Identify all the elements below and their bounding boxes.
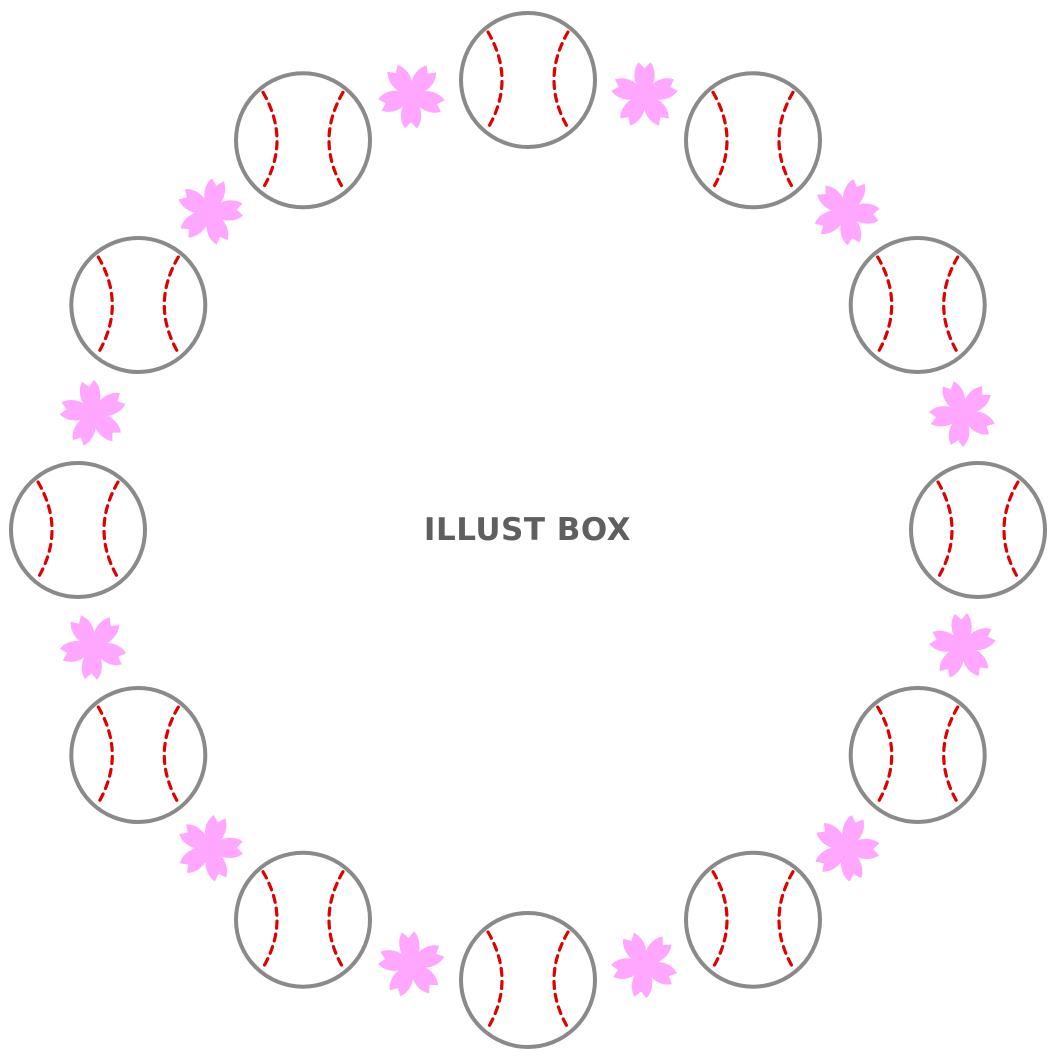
sakura-icon xyxy=(49,368,139,459)
sakura-icon xyxy=(915,366,1010,461)
sakura-icon xyxy=(168,171,251,251)
baseball-icon xyxy=(69,236,208,374)
baseball-icon xyxy=(459,911,597,1049)
sakura-icon xyxy=(368,920,456,1010)
sakura-icon xyxy=(802,168,891,255)
baseball-icon xyxy=(69,686,208,824)
baseball-icon xyxy=(459,11,597,149)
baseball-icon xyxy=(234,71,372,210)
baseball-icon xyxy=(684,850,822,989)
sakura-icon xyxy=(920,602,1006,690)
baseball-icon xyxy=(234,850,372,989)
sakura-icon xyxy=(803,805,890,890)
baseball-icon xyxy=(684,71,822,210)
sakura-icon xyxy=(610,62,679,128)
watermark-text: ILLUST BOX xyxy=(423,512,632,548)
sakura-icon xyxy=(364,48,459,142)
baseball-icon xyxy=(848,236,987,374)
sakura-icon xyxy=(167,807,252,890)
baseball-icon xyxy=(848,686,987,824)
sakura-icon xyxy=(597,917,692,1012)
sakura-icon xyxy=(46,599,141,694)
